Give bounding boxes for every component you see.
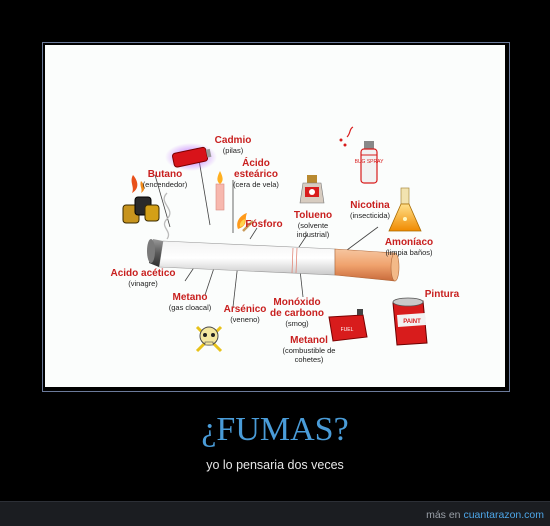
fuel-can-label: FUEL bbox=[341, 327, 354, 333]
label-butano-detail: (encendedor) bbox=[142, 180, 188, 189]
lighter-icon bbox=[122, 175, 160, 224]
label-cadmio-name: Cadmio bbox=[214, 135, 252, 146]
flask-icon bbox=[388, 187, 422, 232]
candle-icon bbox=[215, 171, 225, 211]
label-amoniaco-detail: (limpia baños) bbox=[385, 248, 433, 257]
label-acido-estearico-name: Ácido esteárico bbox=[234, 158, 278, 180]
label-acido-acetico-detail: (vinagre) bbox=[128, 279, 158, 288]
smoke-icon bbox=[163, 192, 171, 240]
cigarette-icon bbox=[147, 239, 400, 282]
label-acido-acetico-name: Acido acético bbox=[110, 268, 176, 279]
label-metano-detail: (gas cloacal) bbox=[168, 303, 212, 312]
label-monoxido: Monóxido de carbono (smog) bbox=[267, 297, 327, 328]
label-amoniaco: Amoníaco (limpia baños) bbox=[373, 237, 445, 257]
label-metano: Metano (gas cloacal) bbox=[155, 292, 225, 312]
label-nicotina-name: Nicotina bbox=[350, 200, 390, 211]
label-cadmio: Cadmio (pilas) bbox=[203, 135, 263, 155]
skull-crossbones-icon bbox=[195, 325, 223, 353]
footer-text: más en cuantarazon.com bbox=[426, 509, 544, 521]
label-butano: Butano (encendedor) bbox=[135, 169, 195, 189]
spray-can-icon: BUG SPRAY bbox=[339, 126, 384, 184]
tagline: yo lo pensaria dos veces bbox=[206, 458, 344, 472]
paint-can-label: PAINT bbox=[403, 319, 421, 325]
match-icon bbox=[237, 213, 254, 232]
label-metanol-name: Metanol bbox=[290, 335, 328, 346]
label-fosforo: Fósforo bbox=[239, 219, 289, 230]
label-arsenico: Arsénico (veneno) bbox=[217, 304, 273, 324]
battery-icon bbox=[165, 143, 217, 171]
fuel-can-icon: FUEL bbox=[328, 309, 368, 342]
label-nicotina-detail: (insecticida) bbox=[349, 211, 390, 220]
label-arsenico-name: Arsénico bbox=[223, 304, 267, 315]
poster: BUG SPRAY FUEL PAIN bbox=[45, 45, 505, 387]
label-metanol-detail: (combustible de cohetes) bbox=[282, 346, 336, 364]
label-tolueno-detail: (solvente industrial) bbox=[296, 221, 330, 239]
label-pintura-name: Pintura bbox=[424, 289, 460, 300]
spray-can-label: BUG SPRAY bbox=[355, 159, 384, 165]
footer-bar: más en cuantarazon.com bbox=[0, 501, 550, 526]
poster-illustration: BUG SPRAY FUEL PAIN bbox=[122, 126, 428, 353]
label-acido-estearico-detail: (cera de vela) bbox=[233, 180, 279, 189]
label-acido-estearico: Ácido esteárico (cera de vela) bbox=[225, 158, 287, 189]
label-acido-acetico: Acido acético (vinagre) bbox=[103, 268, 183, 288]
label-cadmio-detail: (pilas) bbox=[222, 146, 244, 155]
label-tolueno-name: Tolueno bbox=[293, 210, 333, 221]
bottle-icon bbox=[299, 175, 325, 204]
label-amoniaco-name: Amoníaco bbox=[384, 237, 434, 248]
label-butano-name: Butano bbox=[147, 169, 183, 180]
label-tolueno: Tolueno (solvente industrial) bbox=[283, 210, 343, 239]
label-monoxido-name: Monóxido de carbono bbox=[270, 297, 324, 319]
site-link[interactable]: cuantarazon.com bbox=[463, 509, 544, 521]
footer-prefix: más en bbox=[426, 509, 461, 521]
label-pintura: Pintura bbox=[417, 289, 467, 300]
label-fosforo-name: Fósforo bbox=[245, 219, 283, 230]
label-arsenico-detail: (veneno) bbox=[230, 315, 260, 324]
label-metanol: Metanol (combustible de cohetes) bbox=[279, 335, 339, 364]
label-metano-name: Metano bbox=[172, 292, 208, 303]
label-monoxido-detail: (smog) bbox=[285, 319, 309, 328]
paint-can-icon: PAINT bbox=[392, 297, 428, 346]
headline: ¿FUMAS? bbox=[201, 411, 349, 448]
label-nicotina: Nicotina (insecticida) bbox=[340, 200, 400, 220]
